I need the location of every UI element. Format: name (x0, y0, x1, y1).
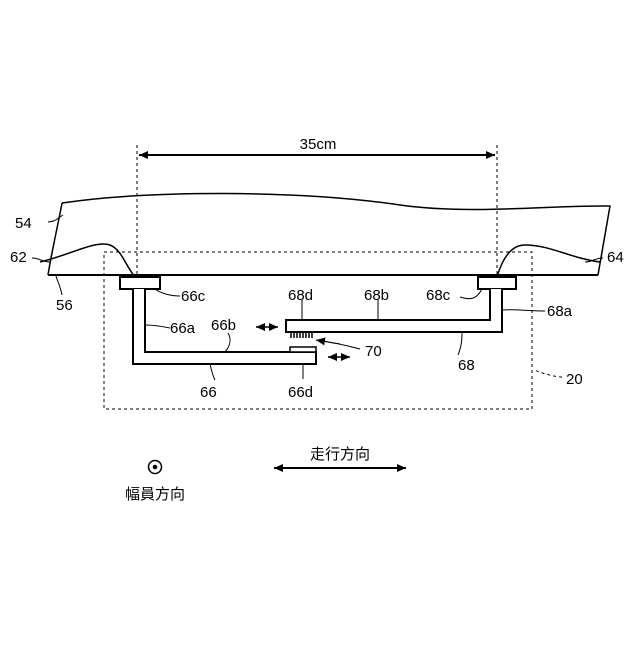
label-68a: 68a (547, 303, 573, 320)
slab-54 (62, 193, 610, 275)
dimension-text: 35cm (300, 136, 337, 153)
label-68d: 68d (288, 287, 313, 304)
leader-lines (32, 215, 603, 380)
pavement-62 (40, 244, 135, 277)
label-66a: 66a (170, 320, 196, 337)
label-20: 20 (566, 371, 583, 388)
width-direction: 幅員方向 (125, 461, 185, 504)
travel-direction-label: 走行方向 (310, 445, 370, 463)
bracket-68 (286, 289, 502, 332)
out-of-page-dot (153, 465, 158, 470)
label-68b: 68b (364, 287, 389, 304)
mount-66c (120, 277, 160, 289)
label-54: 54 (15, 215, 32, 232)
label-66c: 66c (181, 288, 206, 305)
travel-direction: 走行方向 (274, 445, 406, 468)
member-68 (286, 277, 516, 338)
width-direction-label: 幅員方向 (125, 485, 185, 503)
mount-68c (478, 277, 516, 289)
slab-54-left-edge (48, 203, 62, 275)
label-64: 64 (607, 249, 624, 266)
label-56: 56 (56, 297, 73, 314)
label-66: 66 (200, 384, 217, 401)
pad-66d (290, 347, 316, 352)
label-68c: 68c (426, 287, 451, 304)
leader-arrow-70 (316, 340, 340, 344)
label-70: 70 (365, 343, 382, 360)
label-66d: 66d (288, 384, 313, 401)
pavement-64 (497, 245, 600, 277)
dimension-35cm: 35cm (137, 136, 497, 290)
label-68: 68 (458, 357, 475, 374)
label-62: 62 (10, 249, 27, 266)
label-66b: 66b (211, 317, 236, 334)
